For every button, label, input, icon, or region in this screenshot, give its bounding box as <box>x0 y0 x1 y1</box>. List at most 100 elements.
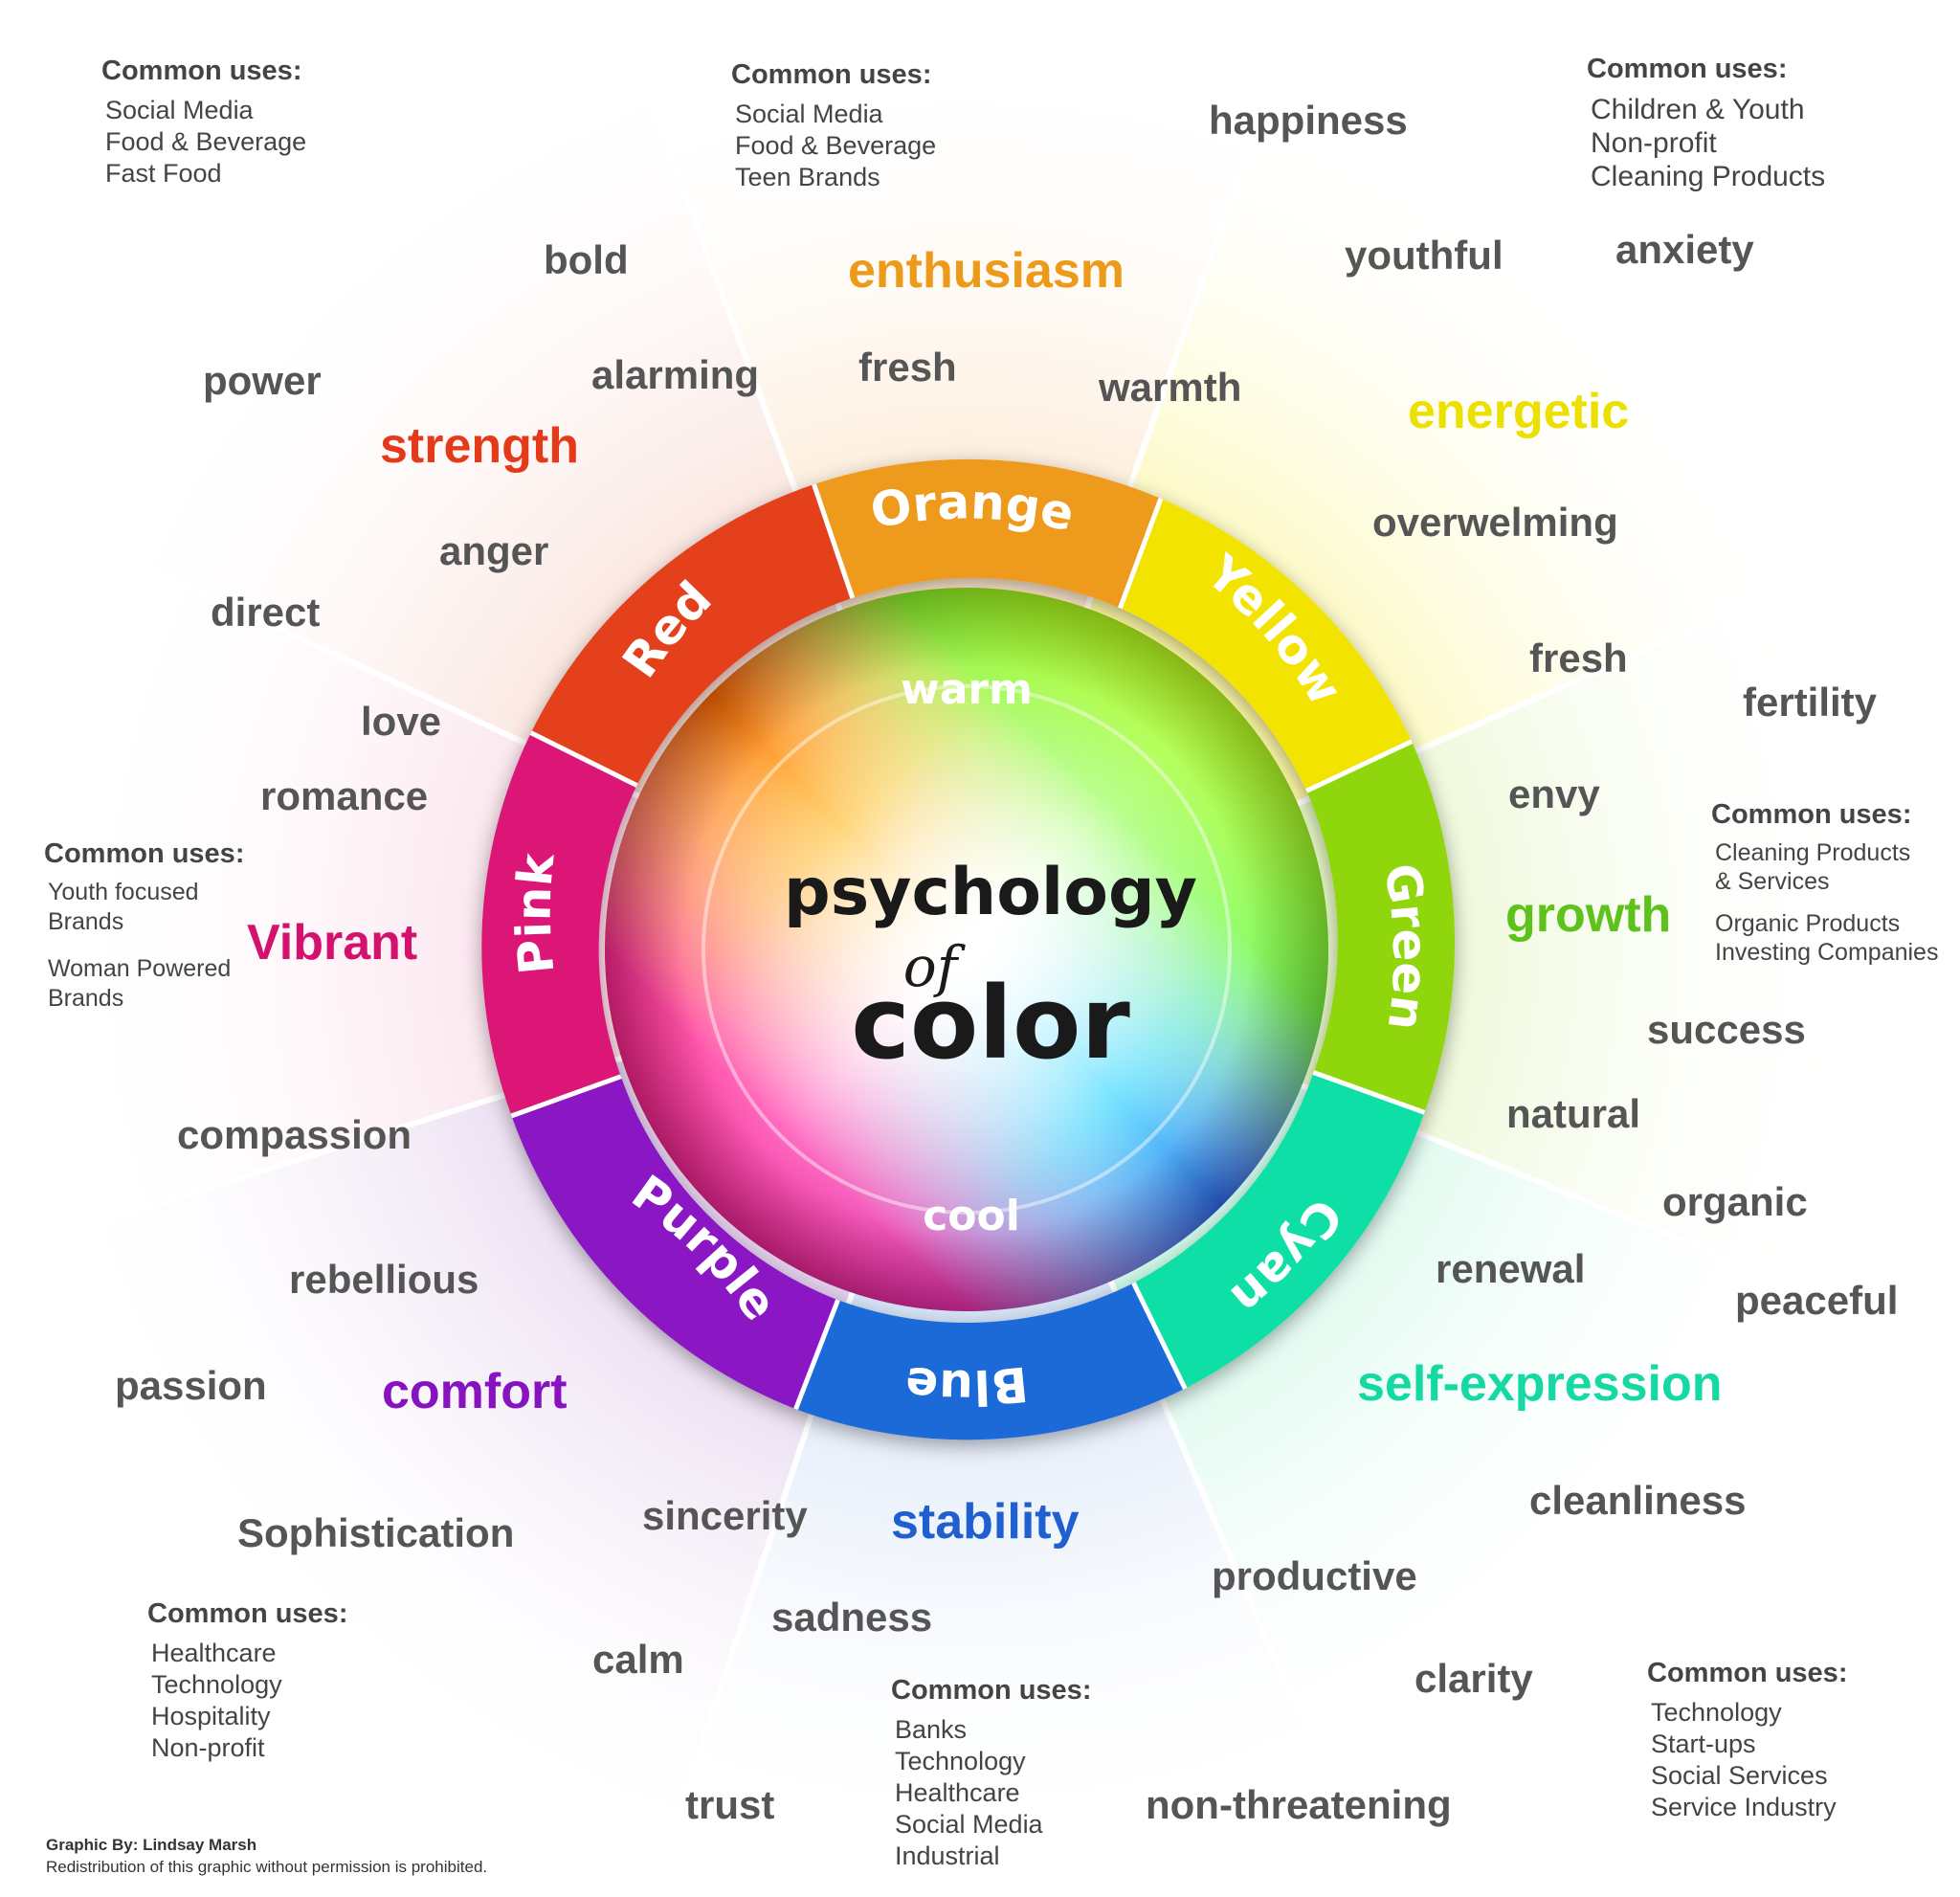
word-anger: anger <box>439 528 549 573</box>
uses-heading: Common uses: <box>731 59 932 90</box>
segment-label-blue: Blue <box>902 1355 1031 1415</box>
uses-item: Cleaning Products <box>1715 839 1911 866</box>
title-color: color <box>851 965 1129 1082</box>
uses-item: Technology <box>151 1670 282 1699</box>
word-rebellious: rebellious <box>289 1257 479 1302</box>
uses-item: Organic Products <box>1715 910 1901 937</box>
title-psychology: psychology <box>784 855 1197 930</box>
word-renewal: renewal <box>1436 1246 1586 1291</box>
word-sincerity: sincerity <box>642 1493 808 1538</box>
uses-red: Common uses: Social Media Food & Beverag… <box>101 56 306 190</box>
word-fresh-orange: fresh <box>858 345 957 390</box>
segment-purple <box>511 1076 838 1410</box>
word-success: success <box>1647 1007 1806 1052</box>
uses-heading: Common uses: <box>1711 799 1912 830</box>
center-sphere <box>605 588 1328 1311</box>
uses-item: Banks <box>895 1715 968 1744</box>
uses-item: & Services <box>1715 868 1830 895</box>
cool-label: cool <box>923 1192 1020 1240</box>
uses-heading: Common uses: <box>1647 1658 1848 1688</box>
uses-item: Food & Beverage <box>105 127 307 156</box>
word-comfort: comfort <box>382 1364 568 1419</box>
title-of: of <box>903 934 967 999</box>
word-fertility: fertility <box>1743 680 1878 725</box>
word-envy: envy <box>1508 771 1600 816</box>
word-bold: bold <box>544 237 629 282</box>
word-enthusiasm: enthusiasm <box>848 243 1125 299</box>
word-anxiety: anxiety <box>1615 227 1754 272</box>
word-organic: organic <box>1662 1179 1808 1224</box>
word-stability: stability <box>891 1494 1080 1550</box>
uses-item: Non-profit <box>151 1733 265 1762</box>
word-romance: romance <box>260 773 429 818</box>
segment-green <box>1306 741 1456 1113</box>
uses-item: Hospitality <box>151 1702 271 1730</box>
uses-pink: Common uses: Youth focused Brands Woman … <box>44 838 244 1014</box>
uses-heading: Common uses: <box>101 56 302 86</box>
word-sadness: sadness <box>771 1595 933 1640</box>
word-warmth: warmth <box>1099 365 1242 410</box>
uses-item: Service Industry <box>1651 1793 1837 1821</box>
uses-item: Technology <box>895 1747 1026 1775</box>
word-natural: natural <box>1506 1091 1641 1136</box>
segment-label-green: Green <box>1373 859 1438 1034</box>
segment-orange <box>813 458 1161 609</box>
uses-item: Technology <box>1651 1698 1782 1727</box>
word-happiness: happiness <box>1209 98 1408 143</box>
segment-cyan <box>1133 1072 1425 1389</box>
segment-yellow <box>1120 498 1413 792</box>
word-self-expression: self-expression <box>1357 1356 1723 1412</box>
uses-item: Social Media <box>105 96 254 124</box>
uses-item: Social Media <box>895 1810 1043 1839</box>
uses-item: Food & Beverage <box>735 131 937 160</box>
word-direct: direct <box>211 590 321 635</box>
uses-heading: Common uses: <box>147 1598 348 1629</box>
uses-cyan: Common uses: Technology Start-ups Social… <box>1647 1658 1847 1823</box>
uses-item: Youth focused <box>48 879 199 905</box>
word-strength: strength <box>380 418 579 474</box>
word-cleanliness: cleanliness <box>1529 1478 1747 1523</box>
uses-purple: Common uses: Healthcare Technology Hospi… <box>147 1598 347 1764</box>
uses-item: Brands <box>48 985 124 1012</box>
warm-label: warm <box>901 665 1033 714</box>
word-youthful: youthful <box>1345 233 1503 278</box>
uses-item: Teen Brands <box>735 163 880 191</box>
uses-item: Fast Food <box>105 159 222 188</box>
word-passion: passion <box>115 1363 267 1408</box>
uses-item: Non-profit <box>1591 127 1717 159</box>
segment-pink <box>481 732 637 1116</box>
uses-item: Social Media <box>735 100 883 128</box>
uses-blue: Common uses: Banks Technology Healthcare… <box>891 1675 1091 1872</box>
word-sophistication: Sophistication <box>237 1510 515 1555</box>
word-productive: productive <box>1212 1553 1417 1598</box>
word-non-threatening: non-threatening <box>1146 1782 1452 1827</box>
credit-notice: Redistribution of this graphic without p… <box>46 1858 488 1876</box>
word-calm: calm <box>592 1637 684 1682</box>
uses-item: Healthcare <box>895 1778 1020 1807</box>
uses-heading: Common uses: <box>1587 54 1788 84</box>
word-fresh-yellow: fresh <box>1529 636 1628 681</box>
word-overwelming: overwelming <box>1372 500 1618 545</box>
uses-item: Children & Youth <box>1591 94 1805 125</box>
uses-heading: Common uses: <box>891 1675 1092 1706</box>
uses-item: Brands <box>48 908 124 935</box>
uses-item: Investing Companies <box>1715 939 1939 966</box>
credit: Graphic By: Lindsay Marsh Redistribution… <box>46 1836 487 1877</box>
fan-pink <box>0 498 967 1254</box>
uses-item: Cleaning Products <box>1591 161 1826 192</box>
word-growth: growth <box>1505 887 1672 943</box>
credit-author: Graphic By: Lindsay Marsh <box>46 1836 257 1854</box>
uses-item: Industrial <box>895 1841 1000 1870</box>
segment-red <box>530 484 853 786</box>
word-peaceful: peaceful <box>1735 1278 1899 1323</box>
uses-orange: Common uses: Social Media Food & Beverag… <box>731 59 936 193</box>
word-love: love <box>361 699 442 744</box>
word-power: power <box>203 358 322 403</box>
uses-item: Woman Powered <box>48 955 232 982</box>
word-compassion: compassion <box>177 1112 412 1157</box>
segment-blue <box>795 1283 1186 1440</box>
word-alarming: alarming <box>591 352 760 397</box>
uses-yellow: Common uses: Children & Youth Non-profit… <box>1587 54 1825 193</box>
word-clarity: clarity <box>1414 1656 1533 1701</box>
